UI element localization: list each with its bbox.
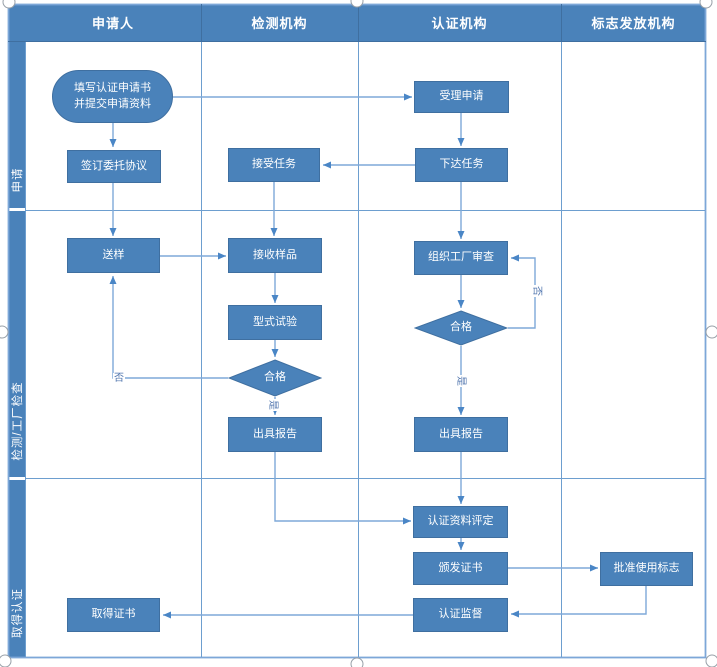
column-header-applicant[interactable]: 申请人 [25, 4, 201, 41]
node-label: 合格 [450, 321, 472, 334]
node-accept-application[interactable]: 受理申请 [414, 81, 509, 113]
node-label: 下达任务 [439, 158, 484, 171]
node-send-sample[interactable]: 送样 [67, 238, 160, 273]
node-certification-supervision[interactable]: 认证监督 [413, 598, 508, 632]
selection-handle-middle-right[interactable] [705, 325, 717, 339]
column-header-test-org[interactable]: 检测机构 [201, 4, 358, 41]
lane-label-testing[interactable]: 检测/工厂检查 [9, 381, 25, 460]
node-audit-qualified-decision[interactable]: 合格 [414, 310, 508, 346]
column-header-label: 标志发放机构 [591, 16, 676, 31]
selection-handle-top-left[interactable] [2, 0, 16, 9]
node-issue-certificate[interactable]: 颁发证书 [413, 552, 508, 585]
node-label: 接受任务 [252, 158, 296, 171]
selection-handle-top-right[interactable] [699, 0, 713, 9]
lane-label-text: 申请 [12, 167, 24, 193]
node-assign-task[interactable]: 下达任务 [415, 148, 508, 182]
node-label: 填写认证申请书并提交申请资料 [74, 81, 151, 110]
selection-handle-middle-left[interactable] [0, 325, 9, 339]
header-divider [201, 4, 202, 41]
node-label: 颁发证书 [438, 561, 483, 574]
node-label: 合格 [264, 371, 286, 384]
selection-handle-bottom-right[interactable] [705, 654, 717, 667]
edge-label-audit-yes: 是 [454, 375, 466, 387]
edge-label-test-yes: 是 [266, 399, 278, 411]
column-header-label: 认证机构 [431, 16, 488, 31]
node-audit-report[interactable]: 出具报告 [414, 417, 508, 452]
column-header-mark-org[interactable]: 标志发放机构 [561, 4, 706, 41]
node-label: 送样 [102, 248, 125, 261]
node-label: 组织工厂审查 [428, 251, 494, 264]
edge-label-test-no: 否 [113, 373, 125, 385]
node-label: 认证监督 [438, 608, 483, 621]
node-label: 批准使用标志 [613, 562, 680, 575]
swimlane-header-band [8, 4, 706, 41]
lane-band-testing[interactable] [8, 211, 25, 477]
node-receive-sample[interactable]: 接收样品 [228, 238, 322, 273]
lane-label-certification[interactable]: 取得认证 [9, 588, 25, 638]
edge-label-audit-no: 否 [530, 285, 542, 297]
node-label: 签订委托协议 [81, 159, 147, 172]
node-sign-agreement[interactable]: 签订委托协议 [67, 150, 161, 183]
node-label: 型式试验 [253, 315, 297, 328]
node-test-report[interactable]: 出具报告 [228, 417, 322, 452]
node-obtain-certificate[interactable]: 取得证书 [67, 598, 160, 632]
lane-band-certification[interactable] [8, 480, 25, 658]
node-evaluate-materials[interactable]: 认证资料评定 [413, 506, 508, 538]
header-divider [358, 4, 359, 41]
lane-label-text: 取得认证 [12, 588, 24, 638]
node-label: 认证资料评定 [427, 515, 494, 528]
header-divider [561, 4, 562, 41]
node-organize-audit[interactable]: 组织工厂审查 [414, 241, 508, 275]
lane-band-application[interactable] [8, 4, 25, 208]
column-header-cert-org[interactable]: 认证机构 [358, 4, 561, 41]
node-apply-form[interactable]: 填写认证申请书并提交申请资料 [52, 70, 173, 123]
column-header-label: 申请人 [91, 16, 134, 31]
node-label: 接收样品 [253, 248, 297, 261]
diamond-shape [228, 359, 322, 397]
lane-label-application[interactable]: 申请 [9, 168, 25, 193]
node-accept-task[interactable]: 接受任务 [228, 148, 320, 182]
node-label: 出具报告 [253, 427, 297, 440]
diamond-shape [414, 310, 508, 346]
node-label: 出具报告 [439, 427, 483, 440]
node-approve-mark[interactable]: 批准使用标志 [600, 552, 693, 586]
node-label: 受理申请 [439, 90, 484, 103]
node-label: 取得证书 [91, 608, 136, 621]
node-type-test[interactable]: 型式试验 [228, 305, 322, 340]
selection-handle-bottom-left[interactable] [0, 654, 12, 667]
selection-handle-bottom-center[interactable] [350, 657, 364, 667]
lane-label-text: 检测/工厂检查 [12, 381, 24, 461]
column-header-label: 检测机构 [251, 16, 308, 31]
node-test-qualified-decision[interactable]: 合格 [228, 359, 322, 397]
